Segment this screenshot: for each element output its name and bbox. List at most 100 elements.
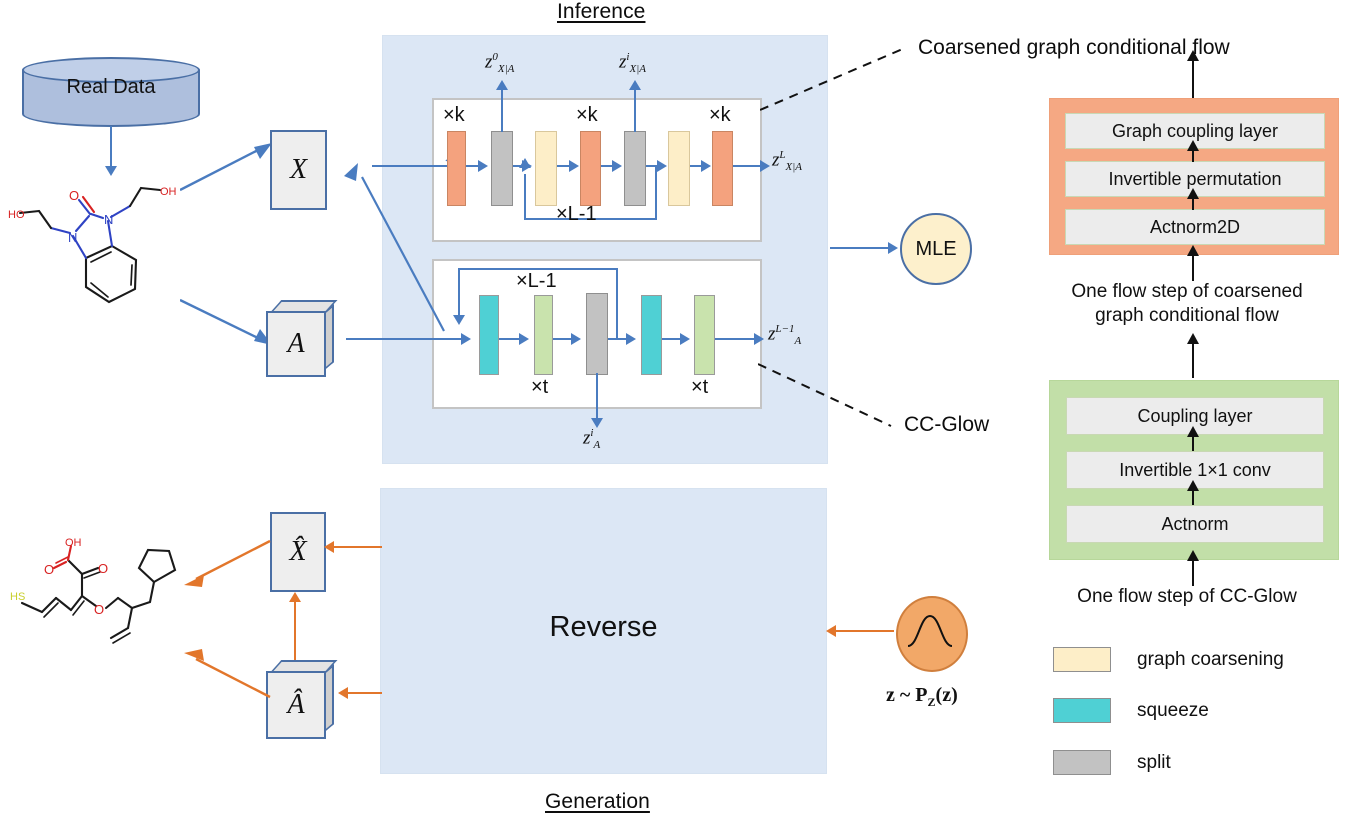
legend-swatch-squeeze [1053, 698, 1111, 723]
top-mult-label-3: ×k [709, 104, 731, 126]
svg-text:O: O [94, 602, 104, 617]
coarsened-stack-out-line [1192, 58, 1194, 98]
reverse-label: Reverse [549, 611, 658, 643]
mle-node: MLE [900, 213, 972, 285]
top-conn-5-head [657, 160, 667, 172]
svg-text:OH: OH [65, 537, 82, 549]
bot-conn-4-head [680, 333, 690, 345]
reverse-panel: Reverse [380, 488, 827, 774]
generation-title: Generation [545, 790, 650, 813]
coarsened-stack-caption: One flow step of coarsened graph conditi… [1071, 281, 1303, 326]
ccglow-stack-caption: One flow step of CC-Glow [1077, 586, 1297, 607]
bot-conn-2-head [571, 333, 581, 345]
bot-conn-1-head [519, 333, 529, 345]
a-hat-cube-front-face: Â [266, 671, 326, 739]
x-hat-variable-box: X̂ [270, 512, 326, 592]
legend-swatch-graph-coarsening [1053, 647, 1111, 672]
bot-conn-3 [608, 338, 628, 340]
top-coarsening-2 [668, 131, 690, 206]
top-conn-1-head [478, 160, 488, 172]
top-flow-step-2 [580, 131, 601, 206]
to-mle-head [888, 242, 898, 254]
ccglow-inner-arrow-1-head [1187, 426, 1199, 437]
zA-i-tap-head [591, 418, 603, 428]
legend: graph coarsening squeeze split [1053, 640, 1343, 800]
ccglow-stack-in-head [1187, 550, 1199, 561]
x-hat-label: X̂ [289, 536, 307, 567]
ccglow-stack-out-line [1192, 340, 1194, 378]
prior-to-reverse-head [826, 625, 836, 637]
prior-to-reverse-line [836, 630, 894, 632]
svg-text:HS: HS [10, 591, 25, 603]
reverse-to-ahat-line [348, 692, 382, 694]
bottom-flow-step-1 [534, 295, 553, 375]
arrow-a-to-coarsened-flow [344, 163, 454, 333]
a-variable-cube: A [262, 300, 346, 377]
ahat-to-xhat-line [294, 602, 296, 660]
top-mult-label-2: ×k [576, 104, 598, 126]
x-variable-box: X [270, 130, 327, 210]
coarsened-row-actnorm2d: Actnorm2D [1065, 209, 1325, 245]
inference-title: Inference [557, 0, 646, 23]
top-conn-out-head [760, 160, 770, 172]
cube-front-face: A [266, 311, 326, 377]
a-to-ccglow-line [346, 338, 464, 340]
arrow-xhat-to-molecule [182, 535, 272, 590]
bot-loop-left [458, 268, 460, 318]
ccglow-inner-arrow-1-line [1192, 433, 1194, 451]
bottom-squeeze-1 [479, 295, 499, 375]
ccglow-row-invertible-conv: Invertible 1×1 conv [1066, 451, 1324, 489]
top-split-1 [491, 131, 513, 206]
coarsened-inner-arrow-2-head [1187, 188, 1199, 199]
top-conn-3 [557, 165, 570, 167]
top-conn-5 [646, 165, 658, 167]
coarsened-stack-out-head [1187, 50, 1199, 61]
top-mult-label-1: ×k [443, 104, 465, 126]
coarsened-flow-step-stack: Graph coupling layer Invertible permutat… [1049, 98, 1339, 255]
legend-label-graph-coarsening: graph coarsening [1137, 649, 1284, 670]
bot-conn-out [715, 338, 757, 340]
arrow-realdata-to-molecule-line [110, 126, 112, 168]
top-flow-step-1 [447, 131, 466, 206]
x-label: X [289, 154, 308, 185]
cylinder-top-cap [22, 57, 200, 83]
ahat-to-xhat-head [289, 592, 301, 602]
bot-conn-2 [553, 338, 573, 340]
to-mle-line [830, 247, 892, 249]
real-data-label: Real Data [66, 76, 156, 98]
ccglow-flow-step-stack: Coupling layer Invertible 1×1 conv Actno… [1049, 380, 1339, 560]
bottom-squeeze-2 [641, 295, 662, 375]
prior-label: z ~ PZ(z) [886, 684, 958, 709]
bot-loop-right [616, 268, 618, 338]
zA-i-label: ziA [583, 427, 601, 452]
bottom-split-1 [586, 293, 608, 375]
top-loop-left [524, 174, 526, 220]
top-loop-bottom [524, 218, 657, 220]
z0-tap-head [496, 80, 508, 90]
top-split-2 [624, 131, 646, 206]
top-conn-6-head [701, 160, 711, 172]
svg-text:OH: OH [160, 186, 177, 198]
reverse-to-ahat-head [338, 687, 348, 699]
zL-xa-label: zLX|A [772, 149, 802, 174]
arrow-realdata-to-molecule-head [105, 166, 117, 176]
bot-conn-4 [662, 338, 682, 340]
generated-molecule-structure: HS OH O O O [10, 537, 177, 644]
cylinder-bottom-cap [22, 101, 200, 127]
bottom-flow-step-2 [694, 295, 715, 375]
callout-coarsened-label: Coarsened graph conditional flow [918, 36, 1230, 59]
ccglow-stack-in-line [1192, 558, 1194, 586]
top-loop-head [519, 158, 531, 168]
top-coarsening-1 [535, 131, 557, 206]
arrow-ahat-to-molecule [182, 645, 272, 705]
top-conn-1 [466, 165, 479, 167]
bottom-mult-label-2: ×t [691, 376, 709, 398]
arrow-molecule-to-x [179, 140, 280, 195]
a-hat-label: Â [287, 689, 305, 720]
coarsened-inner-arrow-2-line [1192, 195, 1194, 210]
bot-conn-1 [499, 338, 521, 340]
a-label: A [287, 328, 305, 359]
legend-label-squeeze: squeeze [1137, 700, 1209, 721]
top-flow-step-3 [712, 131, 733, 206]
ccglow-inner-arrow-2-head [1187, 480, 1199, 491]
